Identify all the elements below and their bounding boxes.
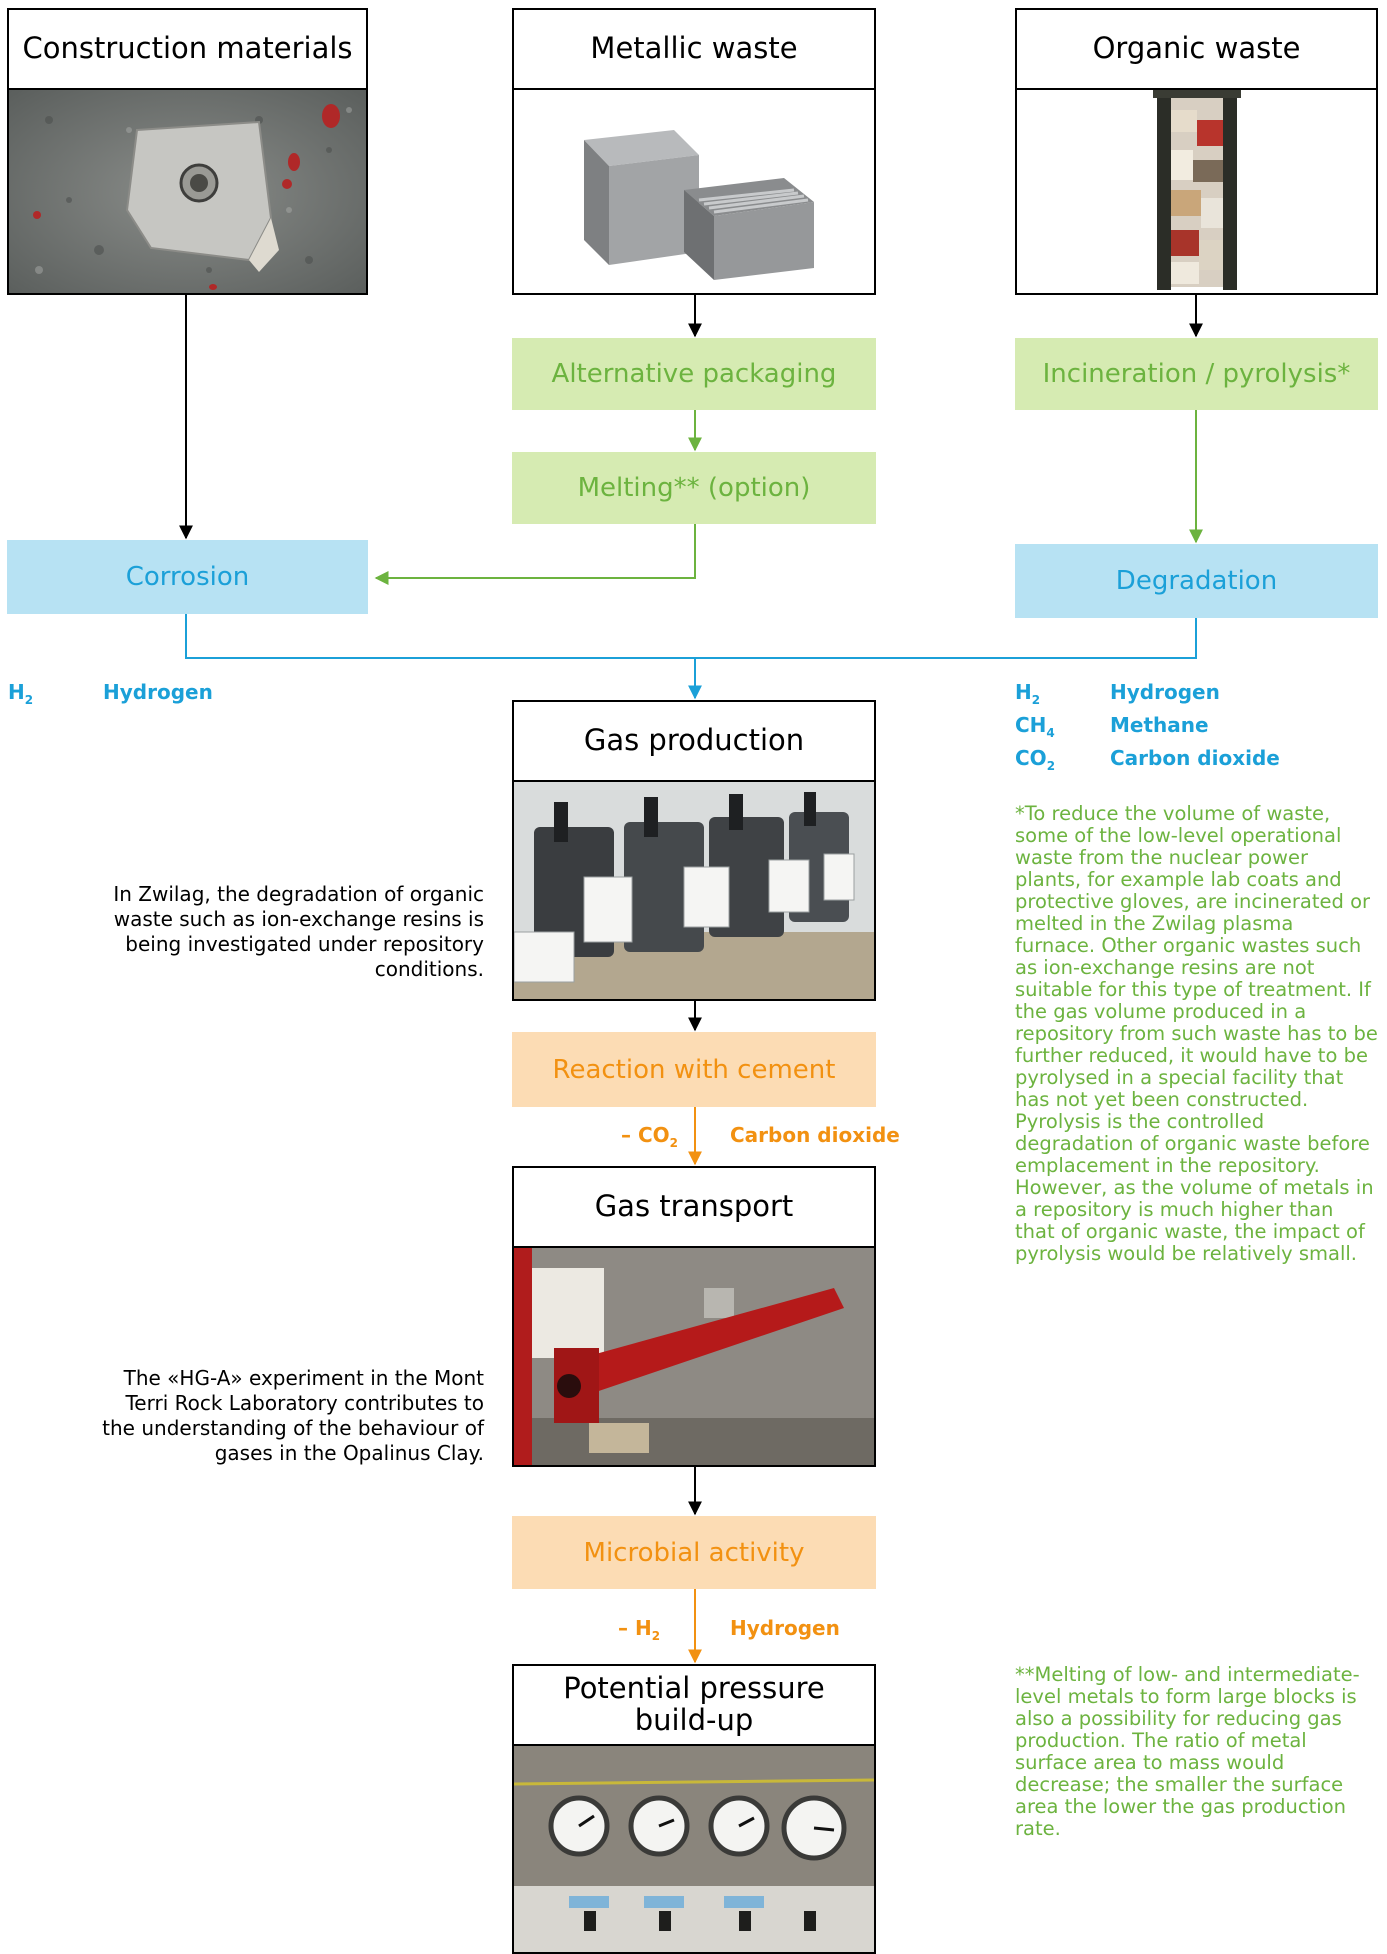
note-pyrolysis: *To reduce the volume of waste, some of … (1015, 802, 1378, 1265)
pressure-buildup-title-line2: build-up (634, 1703, 754, 1737)
microbial-activity-box: Microbial activity (512, 1516, 876, 1589)
incineration-pyrolysis-box: Incineration / pyrolysis* (1015, 338, 1378, 410)
alternative-packaging-box: Alternative packaging (512, 338, 876, 410)
note-melting: **Melting of low- and intermediate-level… (1015, 1663, 1360, 1840)
construction-materials-box: Construction materials (7, 8, 368, 295)
caption-gas-production: In Zwilag, the degradation of organic wa… (113, 882, 484, 981)
microbial-consumed-h2: – H2 (618, 1616, 661, 1643)
metallic-waste-title: Metallic waste (514, 10, 874, 90)
melting-box: Melting** (option) (512, 452, 876, 524)
pressure-buildup-title-line1: Potential pressure (563, 1671, 825, 1706)
pressure-buildup-box: Potential pressure build-up (512, 1664, 876, 1954)
metallic-waste-box: Metallic waste (512, 8, 876, 295)
gas-production-box: Gas production (512, 700, 876, 1001)
arrow-melting-corrosion (374, 524, 696, 585)
gas-transport-box: Gas transport (512, 1166, 876, 1467)
cement-consumed-co2: – CO2 (621, 1123, 679, 1150)
degradation-box: Degradation (1015, 544, 1378, 618)
construction-materials-title: Construction materials (9, 10, 366, 90)
pressure-buildup-title: Potential pressure build-up (514, 1666, 874, 1746)
pressure-gauges-photo (514, 1746, 874, 1952)
connector-corrosion-gas (185, 614, 1197, 659)
microbial-consumed-h2-name: Hydrogen (730, 1616, 840, 1640)
organic-waste-title: Organic waste (1017, 10, 1376, 90)
metallic-waste-photo (514, 90, 874, 293)
gas-production-title: Gas production (514, 702, 874, 782)
gas-transport-title: Gas transport (514, 1168, 874, 1248)
caption-gas-transport: The «HG-A» experiment in the Mont Terri … (102, 1366, 484, 1465)
corrosion-box: Corrosion (7, 540, 368, 614)
organic-waste-photo (1017, 90, 1376, 293)
construction-photo (9, 90, 366, 293)
gas-production-photo (514, 782, 874, 999)
gas-transport-photo (514, 1248, 874, 1465)
cement-consumed-co2-name: Carbon dioxide (730, 1123, 900, 1147)
reaction-with-cement-box: Reaction with cement (512, 1032, 876, 1107)
organic-waste-box: Organic waste (1015, 8, 1378, 295)
